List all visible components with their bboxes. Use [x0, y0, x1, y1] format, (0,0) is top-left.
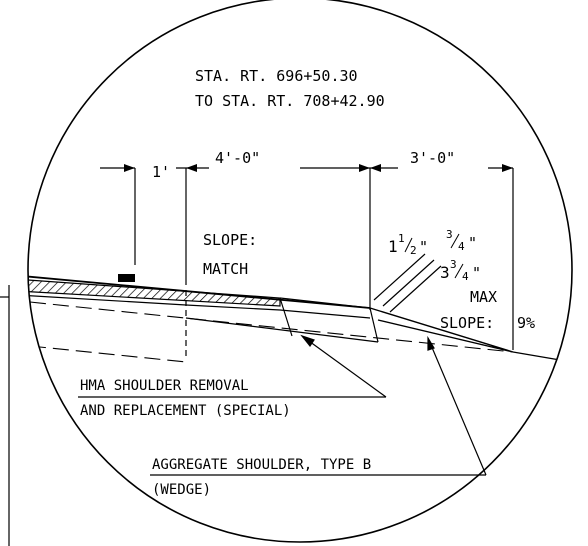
svg-text:2: 2	[410, 244, 417, 257]
callout-aggregate-line1: AGGREGATE SHOULDER, TYPE B	[152, 457, 371, 473]
max-slope-line2: SLOPE:	[440, 314, 494, 332]
svg-text:1: 1	[388, 237, 398, 256]
max-slope-line1: MAX	[470, 288, 497, 306]
station-text-line1: STA. RT. 696+50.30	[195, 67, 358, 85]
svg-text:3: 3	[446, 228, 453, 241]
dim-label-left-width: 4'-0"	[215, 149, 260, 167]
station-text-line2: TO STA. RT. 708+42.90	[195, 92, 385, 110]
svg-text:4: 4	[462, 270, 469, 283]
callout-leaders	[78, 334, 487, 476]
callout-hma-line1: HMA SHOULDER REMOVAL	[80, 378, 249, 394]
svg-text:1: 1	[398, 232, 405, 245]
thickness-3-3-quarter: 3 3 4 "	[440, 258, 481, 283]
thickness-3-quarter: 3 4 "	[446, 228, 477, 253]
svg-text:3: 3	[450, 258, 457, 271]
max-slope-value: 9%	[517, 314, 535, 332]
dimension-lines	[100, 167, 514, 350]
edge-marker	[118, 274, 135, 282]
svg-text:": "	[419, 238, 428, 256]
thickness-leaders	[373, 253, 442, 313]
slope-match-line1: SLOPE:	[203, 231, 257, 249]
slope-match-line2: MATCH	[203, 260, 248, 278]
svg-text:": "	[468, 234, 477, 252]
callout-hma-line2: AND REPLACEMENT (SPECIAL)	[80, 403, 291, 419]
dim-label-offset: 1'	[152, 163, 170, 181]
svg-text:3: 3	[440, 263, 450, 282]
thickness-1-half: 1 1 2 "	[388, 232, 428, 257]
dim-label-right-width: 3'-0"	[410, 149, 455, 167]
callout-aggregate-line2: (WEDGE)	[152, 482, 211, 498]
svg-text:": "	[472, 264, 481, 282]
pavement-section	[28, 273, 561, 363]
detail-circle	[27, 0, 573, 543]
dimension-arrowheads	[124, 164, 513, 172]
svg-text:4: 4	[458, 240, 465, 253]
